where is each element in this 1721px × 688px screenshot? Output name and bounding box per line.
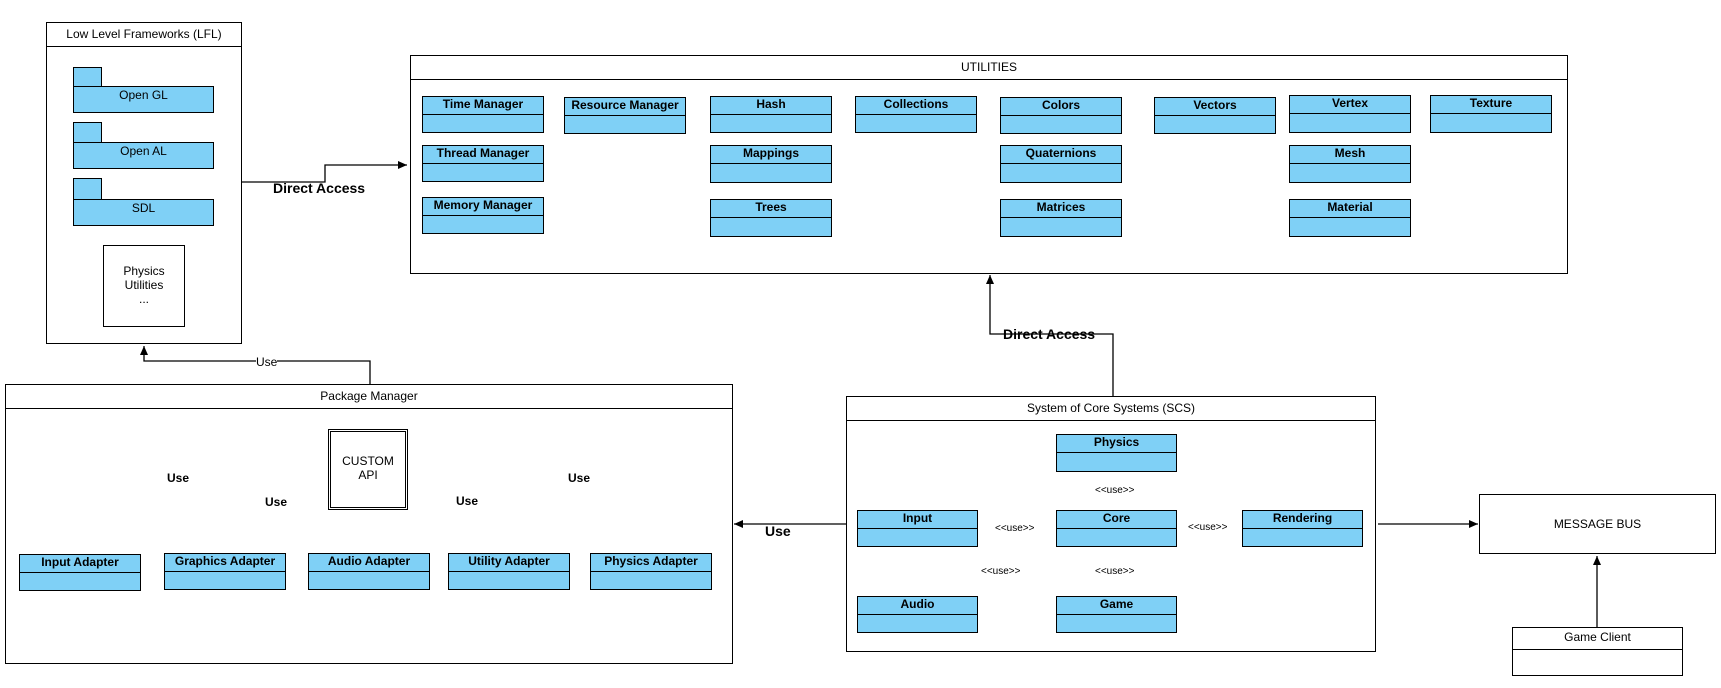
utilities-title: UTILITIES (411, 56, 1567, 80)
package-sdl: SDL (73, 199, 214, 226)
class-mesh: Mesh (1289, 145, 1411, 183)
label-use-scs-pm: Use (765, 523, 791, 539)
label-use-pm-lfl: Use (256, 355, 278, 369)
package-tab-opengl (73, 67, 102, 87)
scs-physics: Physics (1056, 434, 1177, 472)
game-client: Game Client (1512, 627, 1683, 676)
class-trees: Trees (710, 199, 832, 237)
class-matrices: Matrices (1000, 199, 1122, 237)
class-memory-manager: Memory Manager (422, 197, 544, 234)
class-colors: Colors (1000, 97, 1122, 134)
package-tab-sdl (73, 178, 102, 200)
label-use-core-physics: <<use>> (1095, 485, 1135, 496)
class-collections: Collections (855, 96, 977, 133)
package-opengl: Open GL (73, 86, 214, 113)
scs-input: Input (857, 510, 978, 547)
class-quaternions: Quaternions (1000, 145, 1122, 183)
physics-adapter: Physics Adapter (590, 553, 712, 590)
label-use-input: Use (167, 471, 190, 485)
note-line-2: Utilities (124, 278, 164, 292)
scs-audio: Audio (857, 596, 978, 633)
lfl-title: Low Level Frameworks (LFL) (47, 23, 241, 47)
label-use-physics: Use (568, 471, 591, 485)
scs-rendering: Rendering (1242, 510, 1363, 547)
scs-title: System of Core Systems (SCS) (847, 397, 1375, 421)
edge-lfl-utilities (242, 161, 407, 183)
message-bus-label: MESSAGE BUS (1553, 517, 1642, 531)
utility-adapter: Utility Adapter (448, 553, 570, 590)
audio-adapter: Audio Adapter (308, 553, 430, 590)
package-openal: Open AL (73, 142, 214, 169)
utilities-frame: UTILITIES (410, 55, 1568, 274)
package-manager-title: Package Manager (6, 385, 732, 409)
package-manager-frame: Package Manager (5, 384, 733, 664)
class-thread-manager: Thread Manager (422, 145, 544, 182)
label-direct-access-scs: Direct Access (1003, 326, 1096, 342)
note-line-3: ... (138, 292, 149, 306)
class-texture: Texture (1430, 95, 1552, 133)
class-mappings: Mappings (710, 145, 832, 183)
custom-api-box: CUSTOM API (328, 429, 408, 510)
class-vertex: Vertex (1289, 95, 1411, 133)
label-use-graphics: Use (265, 495, 288, 509)
label-use-core-input: <<use>> (995, 523, 1035, 534)
input-adapter: Input Adapter (19, 554, 141, 591)
package-tab-openal (73, 122, 102, 143)
class-material: Material (1289, 199, 1411, 237)
edge-scs-utilities (986, 275, 1114, 396)
note-line-1: Physics (123, 264, 165, 278)
scs-core: Core (1056, 510, 1177, 547)
label-use-core-audio: <<use>> (981, 566, 1021, 577)
class-resource-manager: Resource Manager (564, 97, 686, 134)
class-vectors: Vectors (1154, 97, 1276, 134)
label-direct-access-lfl: Direct Access (273, 180, 366, 196)
label-use-core-game: <<use>> (1095, 566, 1135, 577)
physics-utilities-note: Physics Utilities ... (103, 245, 185, 327)
label-use-utility: Use (456, 494, 479, 508)
scs-game: Game (1056, 596, 1177, 633)
message-bus: MESSAGE BUS (1479, 494, 1716, 554)
class-hash: Hash (710, 96, 832, 133)
graphics-adapter: Graphics Adapter (164, 553, 286, 590)
label-use-core-rendering: <<use>> (1188, 522, 1228, 533)
class-time-manager: Time Manager (422, 96, 544, 133)
